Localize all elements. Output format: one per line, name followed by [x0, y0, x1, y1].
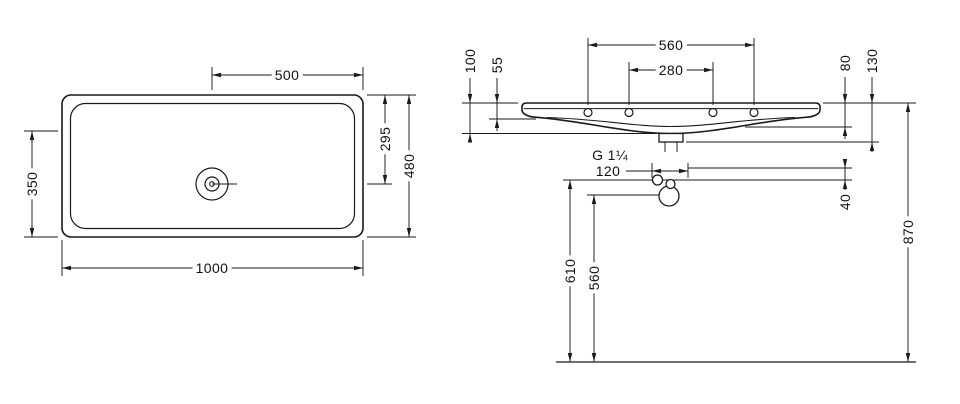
dim-label-120: 120 — [592, 162, 624, 180]
dim-130-right — [686, 77, 916, 152]
drain-waste-fitting — [658, 132, 684, 152]
dim-label-500: 500 — [271, 66, 303, 84]
dim-label-560-outlet: 560 — [585, 262, 603, 294]
dim-label-100: 100 — [461, 45, 479, 77]
dim-label-1000: 1000 — [192, 259, 232, 277]
dim-100-left — [462, 78, 656, 143]
dim-40-trap — [688, 159, 852, 190]
dim-55-left — [489, 78, 536, 131]
front-basin-silhouette — [521, 102, 821, 135]
plan-basin-outline — [61, 94, 364, 238]
dim-120-trap — [626, 163, 689, 178]
dim-label-295: 295 — [376, 123, 394, 155]
dim-80-right — [745, 77, 852, 139]
dim-label-130: 130 — [863, 45, 881, 77]
dim-610-outlet-height — [563, 179, 852, 362]
dim-label-280: 280 — [655, 61, 687, 79]
dim-label-40: 40 — [836, 190, 854, 214]
plan-view — [24, 67, 416, 276]
front-fixing-holes — [583, 107, 759, 118]
dim-label-480: 480 — [400, 150, 418, 182]
trap-outlet-circles — [651, 174, 680, 207]
dim-label-350: 350 — [23, 168, 41, 200]
dim-label-870: 870 — [899, 216, 917, 248]
dim-label-80: 80 — [836, 51, 854, 75]
dim-label-610: 610 — [561, 255, 579, 287]
drain-thread-label: G 1¼ — [589, 146, 631, 164]
dim-label-55: 55 — [488, 53, 506, 77]
dim-295-drain-position — [367, 94, 416, 185]
plan-drain — [195, 167, 237, 201]
dim-label-560-holes: 560 — [655, 36, 687, 54]
